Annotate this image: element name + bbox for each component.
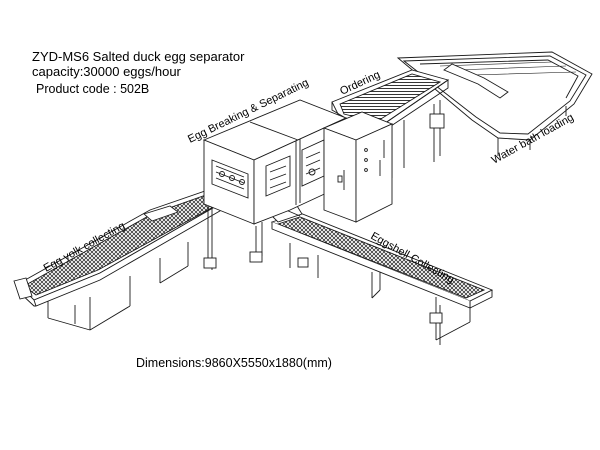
water-bath-tank	[396, 51, 593, 156]
model-title: ZYD-MS6 Salted duck egg separator	[32, 49, 245, 64]
dimensions-text: Dimensions:9860X5550x1880(mm)	[136, 356, 332, 370]
control-cabinet	[322, 111, 394, 223]
capacity-text: capacity:30000 eggs/hour	[32, 64, 182, 79]
product-code: Product code : 502B	[36, 82, 149, 96]
shell-conveyor	[261, 200, 494, 345]
yolk-conveyor	[13, 189, 234, 331]
breaking-unit	[202, 99, 348, 270]
